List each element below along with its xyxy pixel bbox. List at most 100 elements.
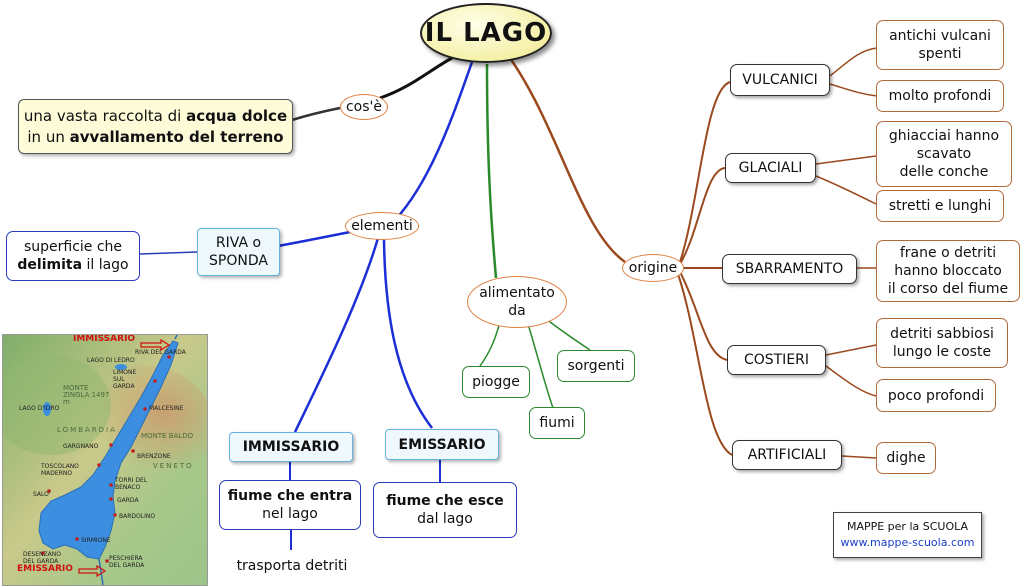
riva-text-2: SPONDA xyxy=(209,253,268,269)
link-label-alimentato: alimentato da xyxy=(467,276,567,328)
title-text: IL LAGO xyxy=(424,18,548,48)
link-origine-vulcanici xyxy=(679,81,731,263)
immissario-node: IMMISSARIO xyxy=(229,432,353,462)
glaciali-note-2-line-1: stretti e lunghi xyxy=(888,198,992,214)
link-artificiali-note1 xyxy=(841,455,877,459)
link-origine-artificiali xyxy=(677,273,733,456)
origin-vulcanici-text: VULCANICI xyxy=(742,72,818,88)
artificiali-note-1-line-1: dighe xyxy=(886,450,926,466)
definition-bold-2: avvallamento del terreno xyxy=(69,127,284,146)
artificiali-note-1: dighe xyxy=(876,442,936,474)
definition-node: una vasta raccolta di acqua dolce in un … xyxy=(18,99,293,154)
definition-text-1: una vasta raccolta di xyxy=(23,106,182,125)
immissario-note-text: trasporta detriti xyxy=(236,558,348,574)
costieri-note-1-line-2: lungo le coste xyxy=(892,344,992,360)
map-label-lombardia: LOMBARDIA xyxy=(57,426,117,434)
feed-piogge-node: piogge xyxy=(462,366,530,398)
riva-text-1: RIVA o xyxy=(215,235,262,251)
link-feed-fiumi xyxy=(527,323,554,409)
immissario-desc-bold: fiume che entra xyxy=(227,488,353,504)
vulcanici-note-2-line-1: molto profondi xyxy=(888,88,992,104)
sbarramento-note-1: frane o detriti hanno bloccato il corso … xyxy=(876,240,1020,302)
origin-sbarramento-node: SBARRAMENTO xyxy=(722,254,857,284)
glaciali-note-1-line-2: scavato xyxy=(916,146,972,162)
map-immissario-arrow xyxy=(140,338,171,352)
map-label-gargnano: GARGNANO xyxy=(63,443,99,450)
immissario-text: IMMISSARIO xyxy=(242,439,340,455)
credit-box: MAPPE per la SCUOLA www.mappe-scuola.com xyxy=(833,512,982,558)
link-label-elementi: elementi xyxy=(345,212,419,240)
map-label-malcesine: MALCESINE xyxy=(149,405,184,412)
alimentato-text-2: da xyxy=(508,303,526,319)
link-title-origine xyxy=(508,57,626,264)
origin-artificiali-node: ARTIFICIALI xyxy=(732,440,842,470)
map-label-idro: LAGO D'IDRO xyxy=(19,405,60,412)
costieri-note-2-line-1: poco profondi xyxy=(887,387,985,404)
map-graphic xyxy=(3,335,207,585)
lake-garda-map: IMMISSARIO RIVA DEL GARDA LAGO DI LEDRO … xyxy=(2,334,208,586)
link-label-cose-text: cos'è xyxy=(345,99,383,115)
riva-desc-text-1: superficie che xyxy=(23,239,123,255)
map-label-emissario: EMISSARIO xyxy=(17,564,73,574)
link-vulcanici-note2 xyxy=(829,83,878,97)
map-label-brenzone: BRENZONE xyxy=(137,453,171,460)
link-cose-definition xyxy=(291,106,341,122)
link-title-cose xyxy=(379,56,453,100)
map-lake xyxy=(38,340,179,560)
credit-url[interactable]: www.mappe-scuola.com xyxy=(840,536,975,549)
origin-glaciali-text: GLACIALI xyxy=(738,160,803,176)
credit-line-1: MAPPE per la SCUOLA xyxy=(846,520,969,533)
glaciali-note-1-line-1: ghiacciai hanno xyxy=(888,128,1000,144)
sbarramento-note-1-line-2: hanno bloccato xyxy=(894,263,1002,279)
link-riva-desc xyxy=(139,251,198,255)
map-label-peschiera: PESCHIERA DEL GARDA xyxy=(109,555,145,569)
link-label-origine: origine xyxy=(622,254,684,282)
link-glaciali-note2 xyxy=(815,175,877,205)
glaciali-note-2: stretti e lunghi xyxy=(876,190,1004,222)
costieri-note-1: detriti sabbiosi lungo le coste xyxy=(876,318,1008,368)
feed-piogge-text: piogge xyxy=(472,374,520,390)
map-label-desenzano: DESENZANO DEL GARDA xyxy=(23,551,61,565)
emissario-desc-bold: fiume che esce xyxy=(386,493,504,509)
map-label-garda: GARDA xyxy=(117,497,139,504)
link-costieri-note1 xyxy=(825,344,877,356)
vulcanici-note-1-line-2: spenti xyxy=(918,46,962,62)
map-label-ledro: LAGO DI LEDRO xyxy=(87,357,135,364)
origin-costieri-text: COSTIERI xyxy=(743,352,810,368)
link-elementi-riva xyxy=(277,230,351,248)
riva-node: RIVA o SPONDA xyxy=(197,228,280,276)
link-origine-glaciali xyxy=(679,167,726,265)
immissario-note: trasporta detriti xyxy=(222,555,362,577)
link-elementi-emissario xyxy=(382,239,433,429)
link-label-cose: cos'è xyxy=(340,94,388,120)
riva-desc-bold: delimita xyxy=(17,257,83,273)
sbarramento-note-1-line-3: il corso del fiume xyxy=(887,281,1009,297)
riva-description-node: superficie che delimita il lago xyxy=(6,231,140,281)
map-label-bardolino: BARDOLINO xyxy=(119,513,156,520)
origin-vulcanici-node: VULCANICI xyxy=(730,64,830,96)
title-node: IL LAGO xyxy=(420,3,552,63)
origin-costieri-node: COSTIERI xyxy=(727,345,826,375)
map-emissario-arrow xyxy=(78,564,107,578)
emissario-node: EMISSARIO xyxy=(385,429,499,460)
feed-fiumi-node: fiumi xyxy=(529,407,585,439)
map-label-veneto: VENETO xyxy=(153,462,194,470)
map-label-torri: TORRI DEL BENACO xyxy=(115,477,148,491)
map-label-salo: SALO' xyxy=(33,491,51,498)
map-label-zingla: MONTE ZINGLA 1497 m xyxy=(63,384,110,406)
feed-sorgenti-node: sorgenti xyxy=(557,350,635,382)
emissario-description-node: fiume che esce dal lago xyxy=(373,482,517,538)
alimentato-text-1: alimentato xyxy=(479,285,555,301)
definition-text-2: in un xyxy=(27,127,65,146)
link-vulcanici-note1 xyxy=(829,47,878,77)
link-title-alimentato xyxy=(485,63,498,279)
map-label-baldo: MONTE BALDO xyxy=(141,432,194,440)
immissario-description-node: fiume che entra nel lago xyxy=(219,480,361,530)
link-title-elementi xyxy=(394,61,474,221)
link-costieri-note2 xyxy=(825,365,877,397)
link-glaciali-note1 xyxy=(815,155,877,165)
definition-bold-1: acqua dolce xyxy=(186,106,288,125)
link-origine-costieri xyxy=(679,271,728,361)
link-feed-sorgenti xyxy=(544,317,591,351)
glaciali-note-1-line-3: delle conche xyxy=(899,164,989,180)
